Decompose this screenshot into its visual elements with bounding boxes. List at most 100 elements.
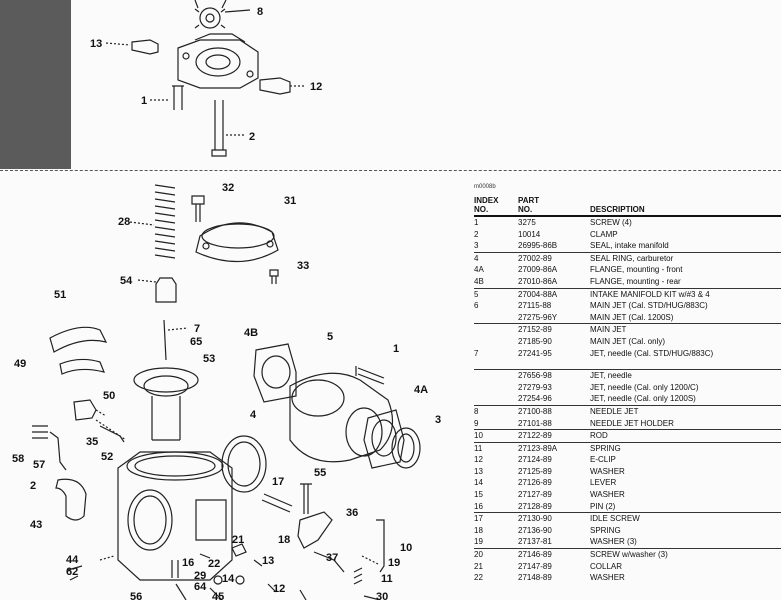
cell-part: 27147-89 <box>518 561 552 571</box>
cell-index: 9 <box>474 418 479 428</box>
callout-58: 58 <box>12 453 24 465</box>
callout-54: 54 <box>120 275 133 287</box>
cell-description: CLAMP <box>590 229 618 239</box>
cell-description: SCREW (4) <box>590 218 632 227</box>
scan-margin <box>0 0 71 169</box>
cell-index: 14 <box>474 478 483 488</box>
callout-10: 10 <box>400 542 412 554</box>
table-spacer <box>474 359 781 369</box>
cell-description: NEEDLE JET HOLDER <box>590 418 674 428</box>
cell-part: 27130-90 <box>518 514 552 524</box>
cell-description: SEAL, intake manifold <box>590 241 669 251</box>
callout-49: 49 <box>14 358 26 370</box>
callout-13: 13 <box>90 38 102 50</box>
callout-53: 53 <box>203 353 215 365</box>
callout-2b: 2 <box>30 480 36 492</box>
callout-64: 64 <box>194 581 207 593</box>
cell-index: 22 <box>474 573 483 583</box>
cell-description: WASHER <box>590 466 625 476</box>
cell-index: 1 <box>474 218 479 227</box>
cell-description: FLANGE, mounting - rear <box>590 276 681 286</box>
callout-16: 16 <box>182 557 194 569</box>
cell-description: JET, needle (Cal. only 1200/C) <box>590 382 699 392</box>
callout-1: 1 <box>141 95 147 107</box>
cell-part: 27128-89 <box>518 501 552 511</box>
figure-id: m0008b <box>474 184 496 190</box>
cell-index <box>474 370 518 382</box>
callout-1b: 1 <box>393 343 399 355</box>
cell-description: WASHER (3) <box>590 537 637 547</box>
callout-17: 17 <box>272 476 284 488</box>
table-row: 21 27147-89 COLLAR <box>474 561 781 573</box>
cell-description: PIN (2) <box>590 501 616 511</box>
cell-part: 27127-89 <box>518 490 552 500</box>
cell-part: 27004-88A <box>518 289 558 299</box>
cell-description: ROD <box>590 431 608 441</box>
callout-35: 35 <box>86 436 98 448</box>
callout-30: 30 <box>376 591 388 600</box>
table-row: 16 27128-89 PIN (2) <box>474 501 781 513</box>
cell-part: 10014 <box>518 229 541 239</box>
cell-description: COLLAR <box>590 561 623 571</box>
callout-8: 8 <box>257 6 263 18</box>
cell-index: 18 <box>474 525 483 535</box>
cell-index <box>474 324 518 336</box>
cell-index <box>474 393 518 405</box>
callout-2: 2 <box>249 131 255 143</box>
cell-index: 7 <box>474 348 479 358</box>
cell-part: 27275-96Y <box>518 312 558 322</box>
callout-29: 29 <box>194 570 206 582</box>
callout-28: 28 <box>118 216 130 228</box>
cell-description: LEVER <box>590 478 617 488</box>
table-row: 7 27241-95 JET, needle (Cal. STD/HUG/883C) <box>474 348 781 360</box>
cell-part: 27185-90 <box>518 336 552 346</box>
cell-part: 27009-86A <box>518 265 558 275</box>
callout-57: 57 <box>33 459 45 471</box>
callout-22: 22 <box>208 558 220 570</box>
cell-index: 4A <box>474 265 484 275</box>
callout-5: 5 <box>327 331 333 343</box>
cell-description: WASHER <box>590 490 625 500</box>
cell-part: 27002-89 <box>518 253 552 263</box>
callout-36: 36 <box>346 507 358 519</box>
callout-37: 37 <box>326 552 338 564</box>
cell-description: SPRING <box>590 525 621 535</box>
cell-description: JET, needle <box>590 371 632 381</box>
cell-description: MAIN JET (Cal. 1200S) <box>590 312 674 322</box>
callout-19: 19 <box>388 557 400 569</box>
cell-index: 11 <box>474 443 483 453</box>
callout-44: 44 <box>66 554 79 566</box>
cell-description: JET, needle (Cal. STD/HUG/883C) <box>590 348 714 358</box>
cell-part: 27241-95 <box>518 348 552 358</box>
callout-31: 31 <box>284 195 296 207</box>
cell-index: 21 <box>474 561 483 571</box>
callout-62: 62 <box>66 566 78 578</box>
callout-14: 14 <box>222 573 235 585</box>
cell-index: 16 <box>474 501 483 511</box>
cell-part: 27136-90 <box>518 525 552 535</box>
cell-index <box>474 336 518 348</box>
cell-part: 3275 <box>518 218 536 227</box>
callout-52: 52 <box>101 451 113 463</box>
cell-index: 17 <box>474 514 483 524</box>
cell-part: 27126-89 <box>518 478 552 488</box>
